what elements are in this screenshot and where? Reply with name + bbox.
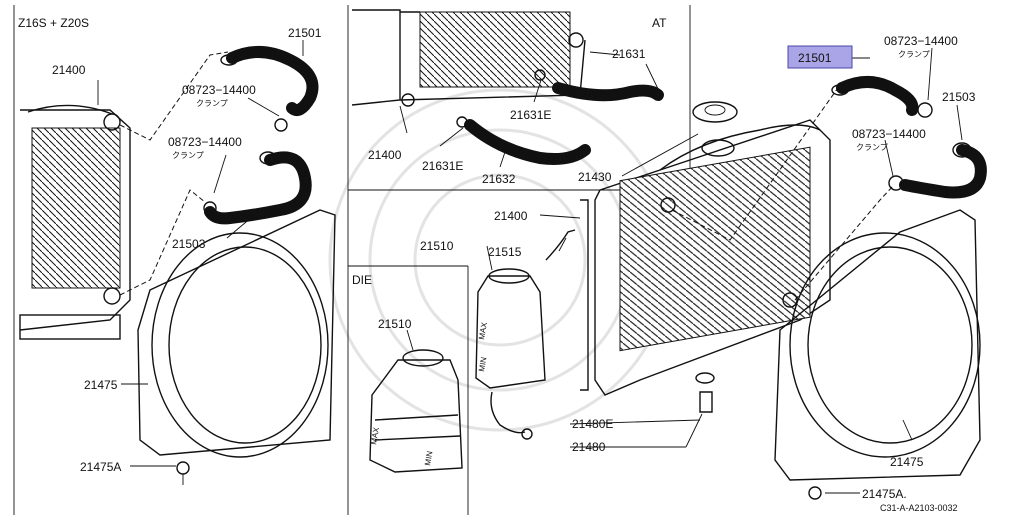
label-clamp-jp-right-upper: クランプ bbox=[898, 50, 930, 59]
label-21475-right: 21475 bbox=[890, 455, 924, 469]
label-21510-die: 21510 bbox=[378, 317, 412, 331]
left-upper-hose bbox=[220, 46, 319, 132]
left-dash-leaders bbox=[119, 51, 229, 296]
panel-frames bbox=[13, 5, 691, 515]
label-21480: 21480 bbox=[572, 440, 606, 454]
diagram-code: C31-A-A2103-0032 bbox=[880, 503, 958, 513]
label-21475A-right: 21475A. bbox=[862, 487, 907, 501]
label-21501-left: 21501 bbox=[288, 26, 322, 40]
label-21631: 21631 bbox=[612, 47, 646, 61]
label-clamp-jp-left-upper: クランプ bbox=[196, 99, 228, 108]
left-radiator bbox=[19, 104, 131, 340]
label-21475A-left: 21475A bbox=[80, 460, 121, 474]
label-21631E-upper: 21631E bbox=[510, 108, 551, 122]
label-21400-left: 21400 bbox=[52, 63, 86, 77]
label-21430: 21430 bbox=[578, 170, 612, 184]
label-21631E-lower: 21631E bbox=[422, 159, 463, 173]
die-tank-max-mark: MAX bbox=[369, 426, 381, 445]
leader-lines bbox=[97, 40, 963, 494]
drain-plug bbox=[695, 372, 715, 413]
main-radiator bbox=[580, 119, 831, 396]
reservoir-tank bbox=[475, 229, 576, 440]
label-clamp-jp-left-lower: クランプ bbox=[172, 151, 204, 160]
label-21480E: 21480E bbox=[572, 417, 613, 431]
die-reservoir-tank bbox=[369, 349, 463, 473]
left-lower-hose bbox=[203, 151, 312, 225]
label-21475-left: 21475 bbox=[84, 378, 118, 392]
label-clamp-jp-right-lower: クランプ bbox=[856, 143, 888, 152]
right-shroud bbox=[774, 209, 981, 500]
at-hoses bbox=[456, 69, 664, 165]
die-tank-min-mark: MIN bbox=[423, 450, 434, 466]
tank-max-mark: MAX bbox=[477, 321, 489, 340]
right-lower-hose bbox=[888, 142, 987, 199]
model-label: Z16S + Z20S bbox=[18, 16, 89, 30]
right-upper-hose bbox=[831, 76, 933, 118]
tank-min-mark: MIN bbox=[477, 356, 488, 372]
right-dash-leaders bbox=[671, 84, 894, 301]
label-21503-left: 21503 bbox=[172, 237, 206, 251]
radiator-cap bbox=[692, 101, 738, 123]
die-label: DIE bbox=[352, 273, 372, 287]
at-label: AT bbox=[652, 16, 667, 30]
label-21400-at: 21400 bbox=[368, 148, 402, 162]
label-clamp-part-left-lower: 08723−14400 bbox=[168, 135, 242, 149]
highlight-21501-box bbox=[787, 45, 853, 69]
label-21503-right: 21503 bbox=[942, 90, 976, 104]
label-clamp-part-left-upper: 08723−14400 bbox=[182, 83, 256, 97]
label-21501-highlight[interactable]: 21501 bbox=[798, 51, 832, 65]
label-clamp-part-right-lower: 08723−14400 bbox=[852, 127, 926, 141]
label-clamp-part-right-upper: 08723−14400 bbox=[884, 34, 958, 48]
left-shroud bbox=[137, 209, 336, 485]
label-21510: 21510 bbox=[420, 239, 454, 253]
label-21632: 21632 bbox=[482, 172, 516, 186]
label-21515: 21515 bbox=[488, 245, 522, 259]
label-21400-main: 21400 bbox=[494, 209, 528, 223]
